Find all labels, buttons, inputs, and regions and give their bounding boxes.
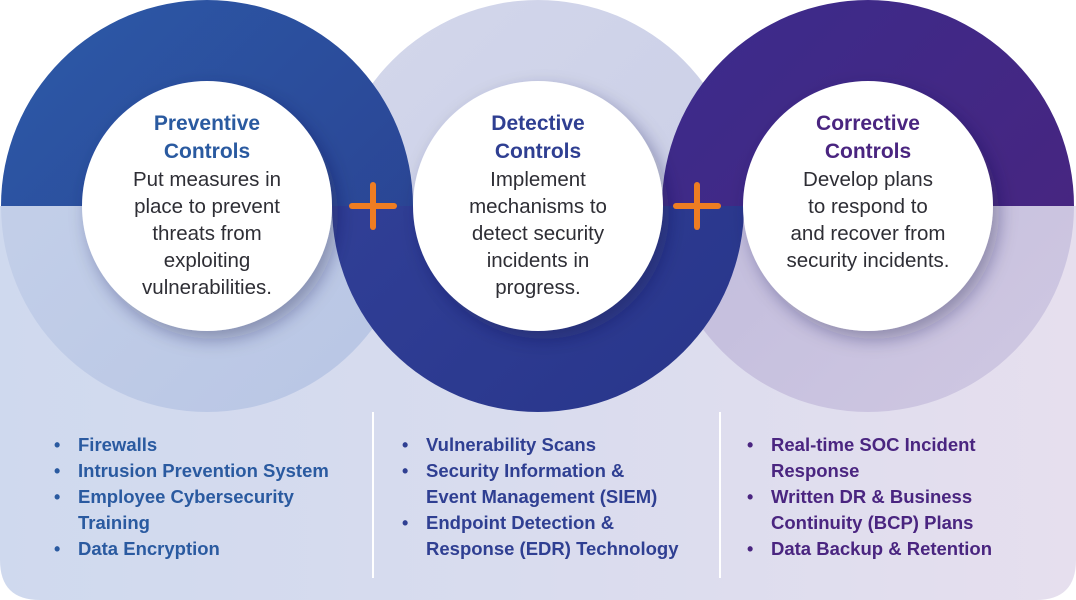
list-item: Data Backup & Retention — [745, 536, 1065, 562]
corrective-title-line1: Corrective — [816, 112, 920, 135]
detective-description-line: detect security — [471, 222, 605, 245]
detective-description-line: progress. — [495, 276, 581, 299]
corrective-description-line: Develop plans — [803, 168, 933, 191]
corrective-description-line: and recover from — [790, 222, 946, 245]
detective-list: Vulnerability Scans Security Information… — [400, 432, 718, 562]
list-item-line: Security Information & — [426, 460, 625, 481]
list-item-line: Written DR & Business — [771, 486, 973, 507]
list-item: Data Encryption — [52, 536, 367, 562]
list-item-line: Vulnerability Scans — [426, 434, 596, 455]
preventive-list: Firewalls Intrusion Prevention System Em… — [52, 432, 367, 562]
preventive-description-line: vulnerabilities. — [142, 276, 272, 299]
list-item-line: Endpoint Detection & — [426, 512, 615, 533]
list-item: Firewalls — [52, 432, 367, 458]
detective-controls-text: Detective Controls Implement mechanisms … — [438, 110, 638, 301]
list-item-line: Training — [78, 512, 150, 533]
corrective-title-line2: Controls — [824, 140, 912, 163]
plus-icon — [349, 182, 397, 230]
corrective-description-line: security incidents. — [786, 249, 950, 272]
list-item: Security Information & Event Management … — [400, 458, 718, 510]
preventive-title-line1: Preventive — [153, 112, 261, 135]
preventive-description-line: place to prevent — [134, 195, 280, 218]
corrective-list: Real-time SOC Incident Response Written … — [745, 432, 1065, 562]
preventive-controls-text: Preventive Controls Put measures in plac… — [107, 110, 307, 301]
list-item-line: Real-time SOC Incident — [771, 434, 976, 455]
list-item: Real-time SOC Incident Response — [745, 432, 1065, 484]
list-item-line: Intrusion Prevention System — [78, 460, 329, 481]
list-item-line: Event Management (SIEM) — [426, 486, 658, 507]
list-item-line: Response — [771, 460, 860, 481]
corrective-inner-circle — [743, 81, 993, 331]
detective-title-line1: Detective — [491, 112, 585, 135]
detective-inner-circle — [413, 81, 663, 331]
preventive-description-line: exploiting — [163, 249, 251, 272]
corrective-description-line: to respond to — [808, 195, 928, 218]
detective-title-line2: Controls — [494, 140, 582, 163]
list-item: Written DR & Business Continuity (BCP) P… — [745, 484, 1065, 536]
preventive-description-line: threats from — [152, 222, 262, 245]
preventive-description-line: Put measures in — [132, 168, 282, 191]
detective-description-line: mechanisms to — [469, 195, 607, 218]
list-item: Employee Cybersecurity Training — [52, 484, 367, 536]
list-item-line: Continuity (BCP) Plans — [771, 512, 974, 533]
list-item: Vulnerability Scans — [400, 432, 718, 458]
detective-description-line: incidents in — [486, 249, 590, 272]
list-item: Endpoint Detection & Response (EDR) Tech… — [400, 510, 718, 562]
list-item-line: Data Encryption — [78, 538, 220, 559]
list-item-line: Data Backup & Retention — [771, 538, 993, 559]
list-item-line: Employee Cybersecurity — [78, 486, 294, 507]
plus-icon — [673, 182, 721, 230]
list-item: Intrusion Prevention System — [52, 458, 367, 484]
corrective-controls-text: Corrective Controls Develop plans to res… — [763, 110, 973, 274]
preventive-title-line2: Controls — [163, 140, 251, 163]
detective-description-line: Implement — [490, 168, 586, 191]
list-item-line: Response (EDR) Technology — [426, 538, 679, 559]
list-item-line: Firewalls — [78, 434, 158, 455]
preventive-inner-circle — [82, 81, 332, 331]
